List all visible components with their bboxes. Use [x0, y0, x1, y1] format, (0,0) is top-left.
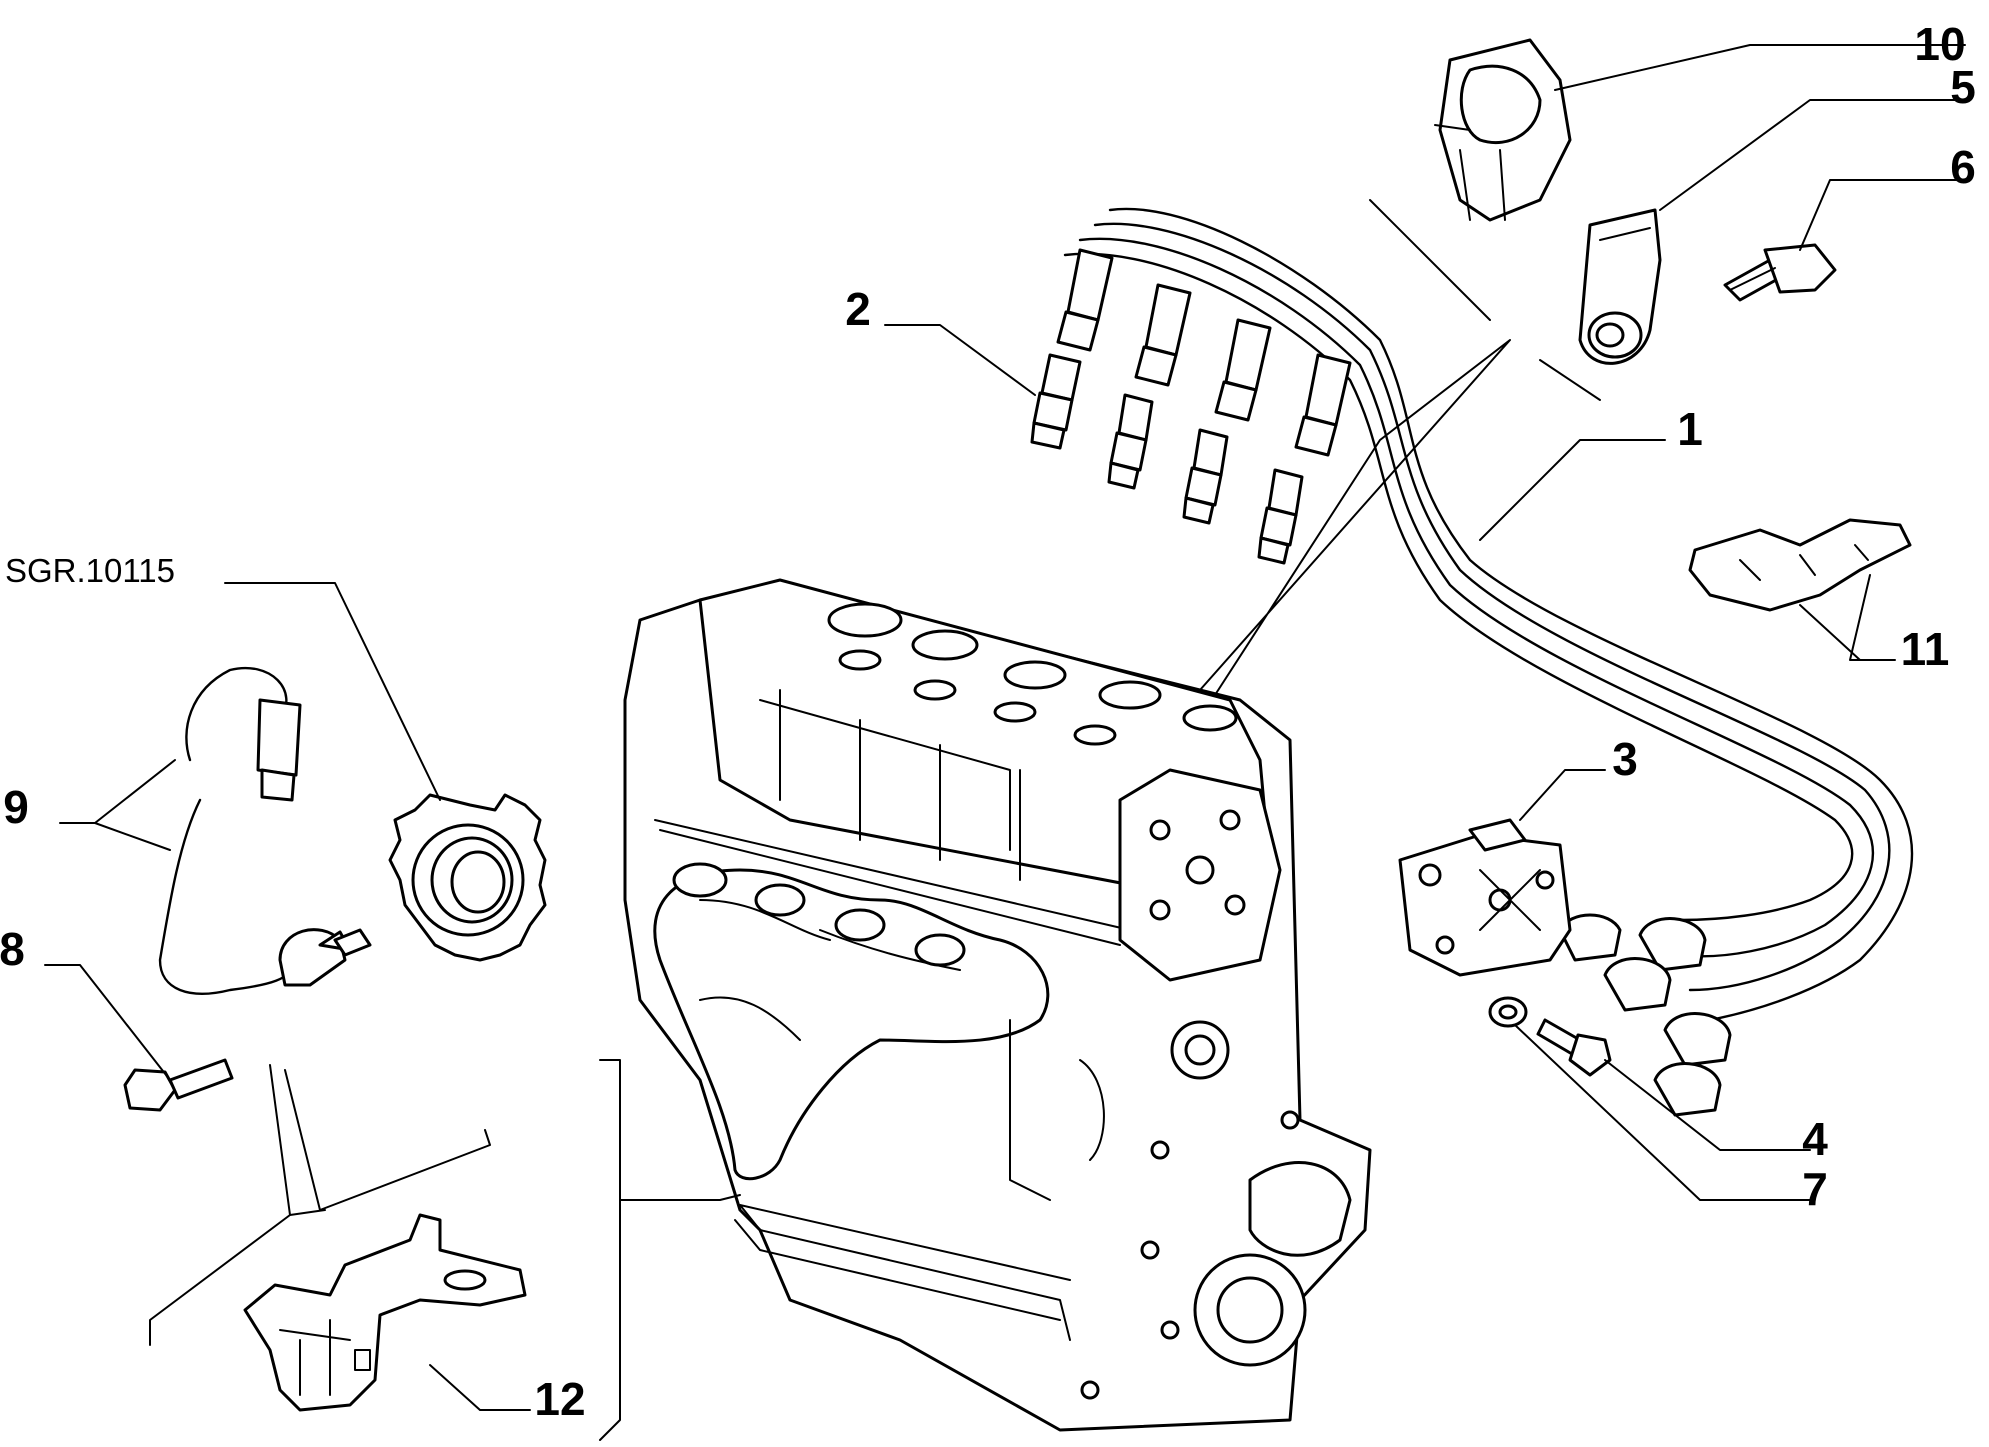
bolt-6 [1723, 243, 1837, 302]
callout-10: 10 [1914, 18, 1965, 70]
spark-plug-set [1030, 353, 1304, 565]
bolt-8 [123, 1058, 234, 1112]
sensor-bracket-12 [243, 1213, 527, 1412]
bolt-4 [1536, 1018, 1612, 1077]
rpm-sensor-9 [158, 667, 372, 995]
callout-9: 9 [3, 781, 29, 833]
callout-5: 5 [1950, 61, 1976, 113]
spark-plug-boot-3 [1214, 318, 1272, 422]
knock-sensor-5 [1578, 208, 1662, 365]
spark-plug-c [1182, 428, 1229, 525]
callout-8: 8 [0, 923, 25, 975]
spark-plug-2 [1030, 353, 1082, 450]
callout-6: 6 [1950, 141, 1976, 193]
spark-plug-boot-2 [1134, 283, 1192, 387]
spark-plug-b [1107, 393, 1154, 490]
callout-leaders [44, 44, 1966, 1441]
callout-4: 4 [1802, 1113, 1828, 1165]
spark-plug-boot-1 [1056, 248, 1114, 352]
cable-clip-10 [1434, 38, 1572, 222]
callout-1: 1 [1677, 403, 1703, 455]
callout-7: 7 [1802, 1163, 1828, 1215]
callout-2: 2 [845, 283, 871, 335]
callout-12: 12 [534, 1373, 585, 1425]
spark-plug-boot-4 [1294, 353, 1352, 457]
drawing-code: SGR.10115 [5, 552, 175, 589]
engine-block [623, 578, 1372, 1432]
wire-separator-11 [1688, 518, 1912, 612]
callout-3: 3 [1612, 733, 1638, 785]
callout-11: 11 [1901, 623, 1950, 675]
spark-plug-d [1257, 468, 1304, 565]
ignition-coil-3 [1398, 818, 1572, 977]
phase-sensor-pulley [388, 793, 547, 962]
ignition-cable-set [1056, 207, 1914, 1117]
callout-labels: 10 5 6 2 1 11 3 4 7 9 8 12 SGR.10115 [0, 18, 1976, 1425]
washer-7 [1488, 996, 1528, 1028]
